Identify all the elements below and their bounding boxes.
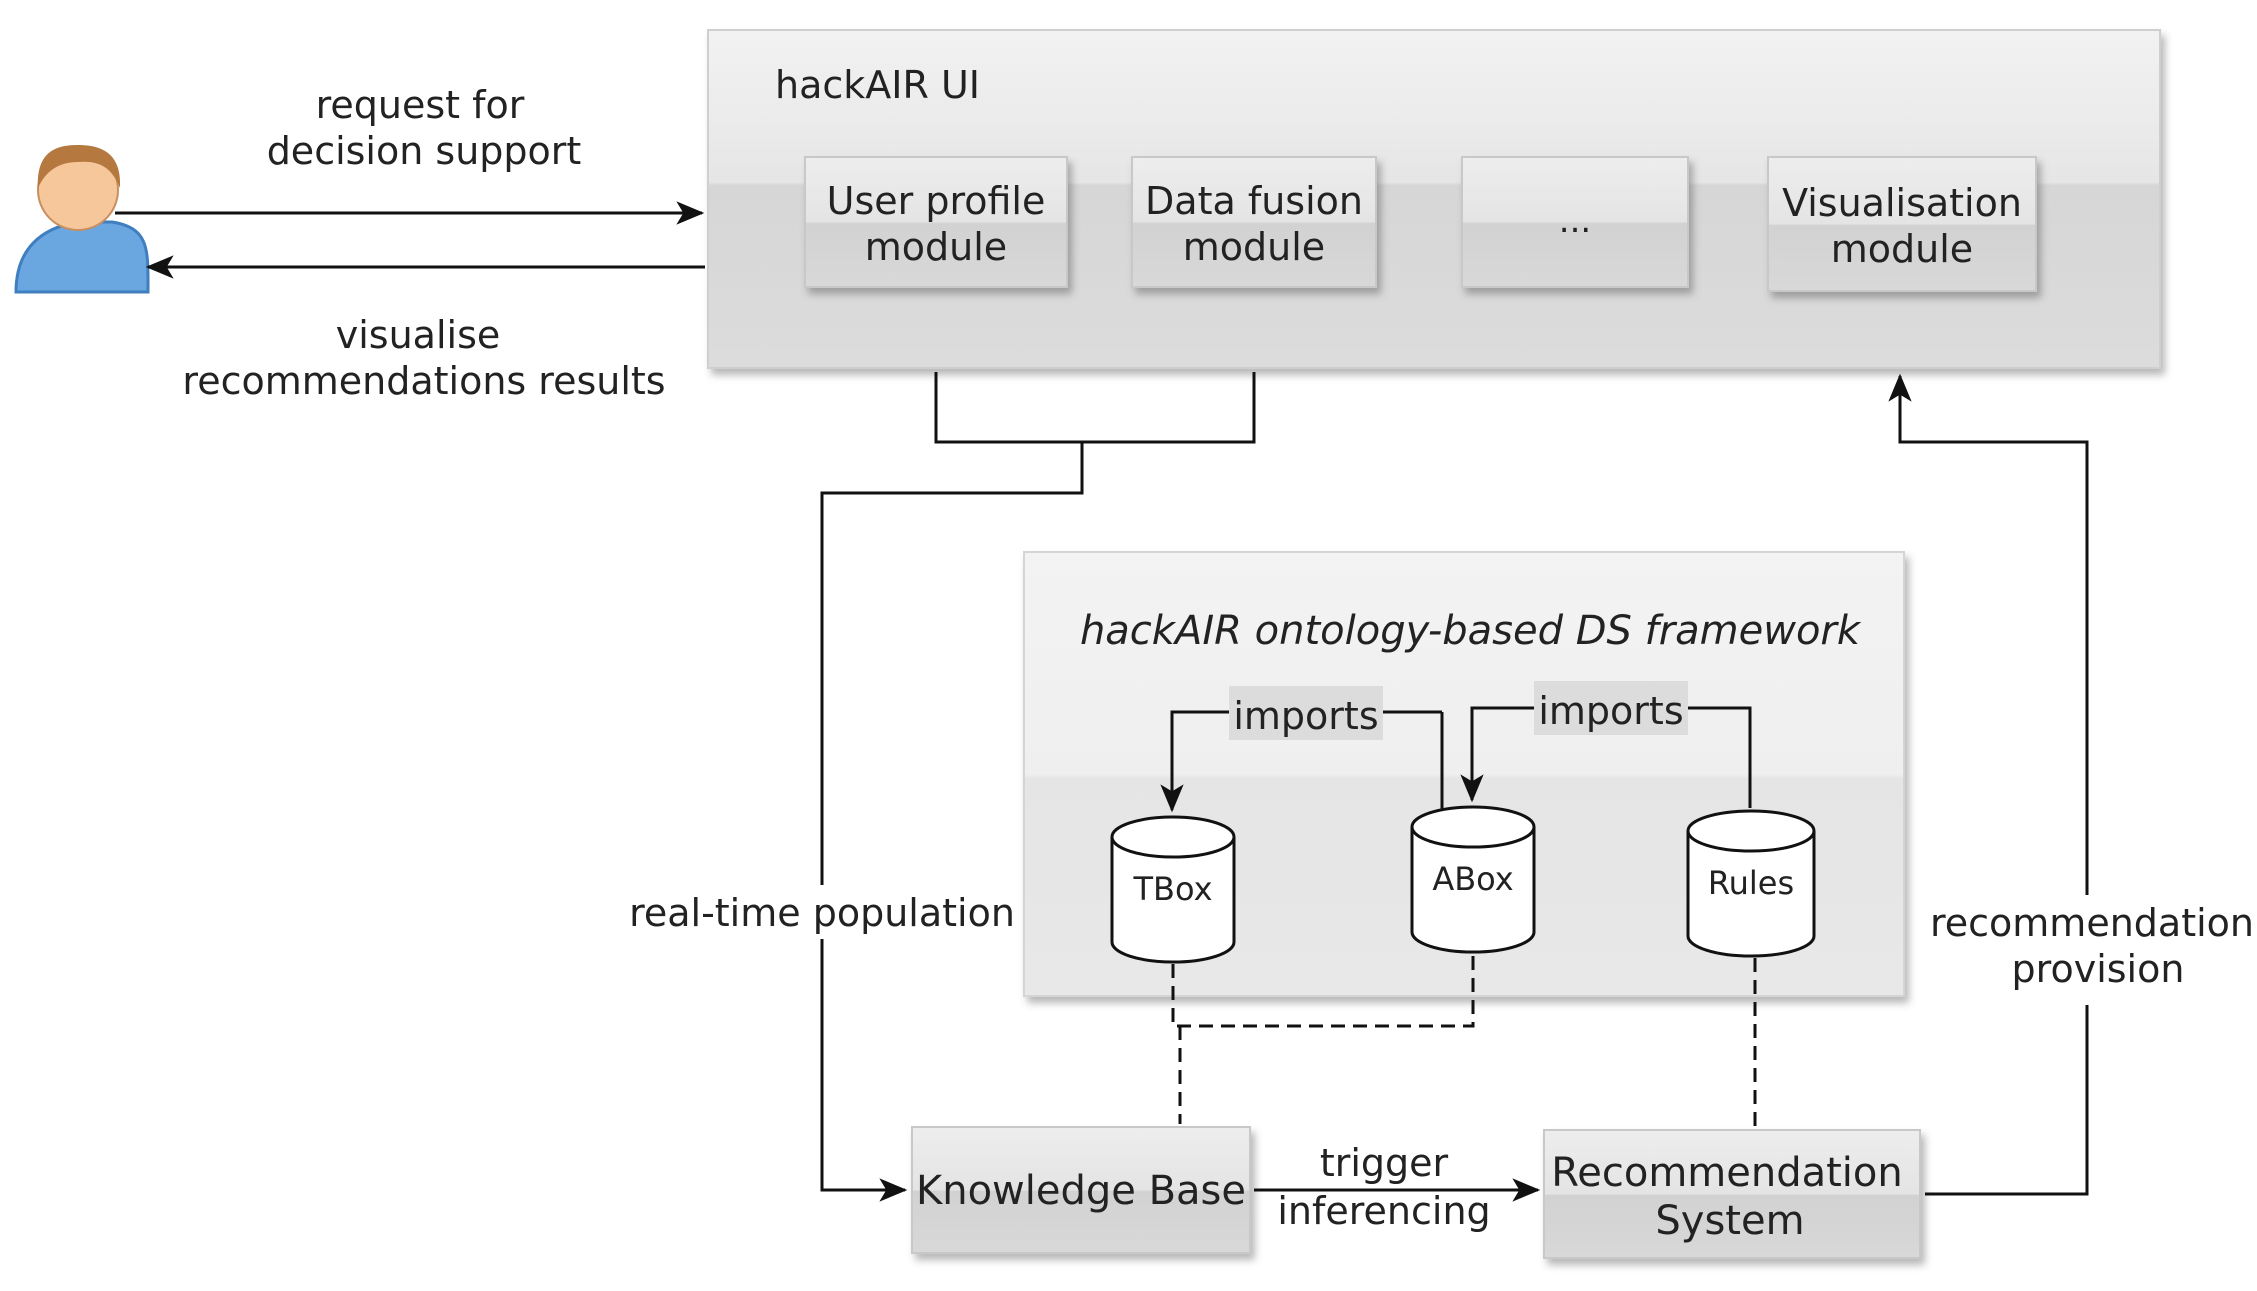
module-user-profile: User profile module: [804, 156, 1068, 288]
module-data-fusion: Data fusion module: [1131, 156, 1377, 288]
realtime-label: real-time population: [629, 891, 1015, 935]
module-label-line2: module: [865, 225, 1007, 269]
ui-panel-title: hackAIR UI: [775, 63, 980, 107]
provision-label-line1: recommendation: [1930, 901, 2254, 945]
recommendation-system-box: Recommendation System: [1543, 1129, 1921, 1259]
framework-panel: hackAIR ontology-based DS framework impo…: [1023, 551, 1905, 997]
request-label-line1: request for: [316, 83, 525, 127]
visualise-label-line1: visualise: [336, 313, 501, 357]
module-label-line2: module: [1831, 227, 1973, 271]
knowledge-base-label: Knowledge Base: [916, 1168, 1246, 1214]
cylinder-label: ABox: [1432, 860, 1513, 898]
module-visualisation: Visualisation module: [1767, 156, 2037, 292]
knowledge-base-box: Knowledge Base: [911, 1126, 1251, 1254]
imports-label-bg: [1229, 686, 1383, 740]
imports-label-bg: [1534, 681, 1688, 735]
imports-label-right: imports: [1538, 689, 1683, 733]
module-merge-connector: [934, 372, 1256, 444]
imports-label-left: imports: [1233, 694, 1378, 738]
cylinder-label: TBox: [1132, 870, 1212, 908]
cylinder-label: Rules: [1708, 864, 1794, 902]
request-label-line2: decision support: [267, 129, 582, 173]
framework-title: hackAIR ontology-based DS framework: [1080, 608, 1862, 654]
user-icon: [14, 145, 150, 294]
module-label-line1: ...: [1559, 201, 1591, 241]
module-ellipsis: ...: [1461, 156, 1689, 288]
realtime-label-bg: [628, 885, 1014, 939]
trigger-label-line1: trigger: [1320, 1141, 1449, 1185]
tbox-abox-dashed-link: [1171, 954, 1475, 1028]
provision-label-line2: provision: [2012, 947, 2185, 991]
provision-label-bg: [1930, 895, 2250, 1005]
module-label-line1: Data fusion: [1145, 179, 1363, 223]
ui-panel: hackAIR UI User profile module Data fusi…: [707, 29, 2161, 369]
tbox-cylinder: TBox: [1110, 815, 1236, 964]
trigger-label-line2: inferencing: [1277, 1189, 1490, 1233]
realtime-population-arrow: [820, 442, 1084, 1202]
rules-cylinder: Rules: [1686, 809, 1816, 958]
recommendation-label-line2: System: [1655, 1198, 1804, 1244]
visualise-label-line2: recommendations results: [182, 359, 665, 403]
recommendation-label-line1: Recommendation: [1551, 1150, 1902, 1196]
module-label-line1: User profile: [827, 179, 1046, 223]
abox-cylinder: ABox: [1410, 805, 1536, 954]
recommendation-provision-arrow: [1888, 373, 2089, 1196]
module-label-line1: Visualisation: [1782, 181, 2022, 225]
module-label-line2: module: [1183, 225, 1325, 269]
